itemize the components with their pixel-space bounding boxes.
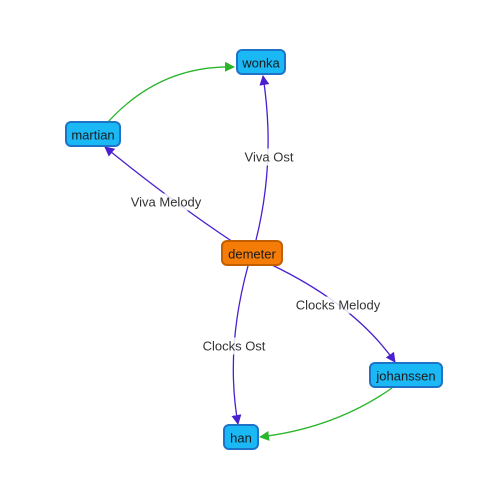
edge-martian-wonka [107,61,235,123]
edge-label-bg [242,148,296,166]
node-johanssen[interactable]: johanssen [369,362,443,388]
node-box[interactable] [223,424,259,450]
node-box[interactable] [236,49,286,75]
edge-label-group-demeter-han: Clocks Ost [200,337,268,355]
edge-label-demeter-johanssen: Clocks Melody [296,298,381,313]
node-label-martian: martian [71,128,114,143]
edge-johanssen-han [259,387,393,441]
edge-label-demeter-wonka: Viva Ost [245,150,294,165]
node-label-johanssen: johanssen [375,369,435,384]
node-box[interactable] [221,240,283,266]
node-label-han: han [230,431,252,446]
node-han[interactable]: han [223,424,259,450]
node-demeter[interactable]: demeter [221,240,283,266]
node-label-demeter: demeter [228,247,276,262]
edge-label-demeter-han: Clocks Ost [203,339,266,354]
nodes-layer: wonka martian demeter johanssen han [65,49,443,450]
node-wonka[interactable]: wonka [236,49,286,75]
edge-label-group-demeter-johanssen: Clocks Melody [293,296,383,314]
node-label-wonka: wonka [241,56,280,71]
node-box[interactable] [369,362,443,388]
edge-label-demeter-martian: Viva Melody [131,195,202,210]
node-box[interactable] [65,121,121,147]
edge-label-group-demeter-wonka: Viva Ost [242,148,296,166]
edge-label-bg [128,193,204,211]
edge-label-group-demeter-martian: Viva Melody [128,193,204,211]
edge-label-bg [200,337,268,355]
node-martian[interactable]: martian [65,121,121,147]
edge-label-bg [293,296,383,314]
